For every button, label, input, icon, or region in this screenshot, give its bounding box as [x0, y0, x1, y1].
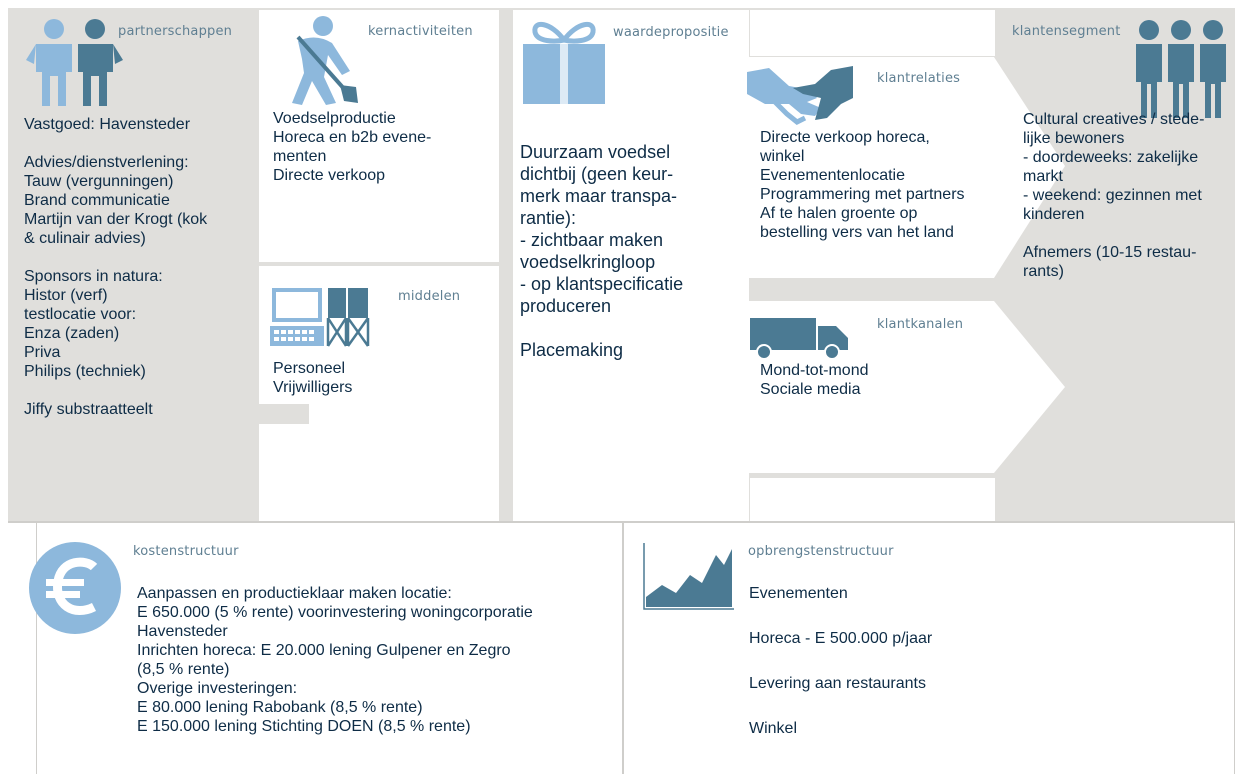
revenue-text: Evenementen Horeca - E 500.000 p/jaar Le…: [749, 584, 1219, 738]
channels-title: klantkanalen: [877, 317, 964, 332]
bottom-left-edge: [36, 522, 37, 774]
costs-text: Aanpassen en productieklaar maken locati…: [137, 585, 533, 735]
revenue-item: Winkel: [749, 720, 798, 737]
value-text: Duurzaam voedsel dichtbij (geen keur- me…: [520, 141, 745, 361]
channels-text: Mond-tot-mond Sociale media: [760, 362, 869, 398]
value-block: Duurzaam voedsel dichtbij (geen keur- me…: [520, 142, 684, 316]
activities-panel: [259, 10, 499, 262]
segments-title: klantensegment: [1012, 24, 1121, 39]
resources-notch: [259, 404, 309, 424]
relations-text: Directe verkoop horeca, winkel Evenement…: [760, 129, 965, 241]
partnership-block: Vastgoed: Havensteder: [24, 116, 191, 133]
activities-title: kernactiviteiten: [368, 24, 473, 39]
bottom-right-edge: [1234, 522, 1235, 774]
revenue-title: opbrengstenstructuur: [748, 544, 894, 559]
resources-title: middelen: [398, 289, 461, 304]
partners-people-icon: [26, 19, 123, 106]
costs-title: kostenstructuur: [133, 544, 239, 559]
euro-coin-icon: [29, 542, 121, 634]
partnership-block: Jiffy substraatteelt: [24, 401, 153, 418]
customer-group-icon: [1136, 20, 1226, 118]
segment-block: Afnemers (10-15 restau- rants): [1023, 244, 1197, 280]
computer-factory-icon: [270, 288, 370, 347]
value-block: Placemaking: [520, 340, 624, 360]
bottom-divider: [622, 522, 624, 774]
worker-shovel-icon: [292, 16, 358, 105]
resources-text: Personeel Vrijwilligers: [273, 360, 353, 396]
value-title: waardepropositie: [613, 25, 729, 40]
segment-block: Cultural creatives / stede- lijke bewone…: [1023, 111, 1205, 223]
truck-icon: [750, 318, 848, 360]
gift-icon: [523, 22, 605, 104]
relations-title: klantrelaties: [877, 71, 961, 86]
handshake-icon: [747, 66, 853, 125]
bottom-top-edge: [8, 521, 1235, 523]
partnerships-text: Vastgoed: Havensteder Advies/dienstverle…: [24, 115, 254, 419]
partnerships-title: partnerschappen: [118, 24, 233, 39]
segments-text: Cultural creatives / stede- lijke bewone…: [1023, 110, 1235, 281]
partnership-block: Sponsors in natura: Histor (verf) testlo…: [24, 268, 163, 380]
revenue-item: Levering aan restaurants: [749, 675, 926, 692]
costs-panel: [36, 527, 622, 774]
revenue-item: Evenementen: [749, 585, 848, 602]
activities-text: Voedselproductie Horeca en b2b evene- me…: [273, 110, 432, 184]
partnership-block: Advies/dienstverlening: Tauw (vergunning…: [24, 154, 208, 247]
revenue-item: Horeca - E 500.000 p/jaar: [749, 630, 933, 647]
revenue-chart-icon: [643, 543, 734, 610]
